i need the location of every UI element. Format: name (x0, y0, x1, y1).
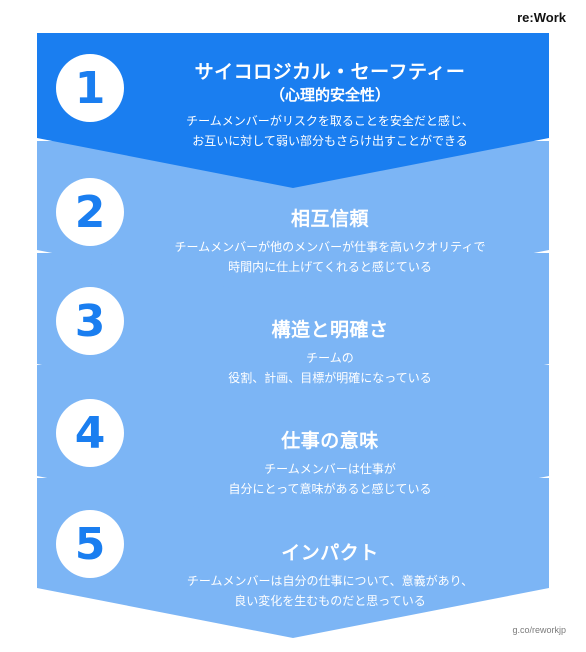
step-description-line: チームメンバーがリスクを取ることを安全だと感じ、 (186, 114, 474, 128)
step-number: 4 (74, 407, 106, 459)
source-url: g.co/reworkjp (512, 625, 566, 635)
step-number: 2 (74, 186, 106, 238)
step-description-line: チームメンバーは仕事が (264, 462, 396, 476)
step-title: サイコロジカル・セーフティー (194, 61, 466, 83)
step-text-4: 仕事の意味 チームメンバーは仕事が 自分にとって意味があると感じている (130, 429, 530, 499)
step-title: 相互信頼 (290, 208, 369, 230)
step-description-line: チームメンバーは自分の仕事について、意義があり、 (186, 574, 474, 588)
step-description: チームメンバーは自分の仕事について、意義があり、 良い変化を生むものだと思ってい… (130, 571, 530, 611)
step-description-line: 役割、計画、目標が明確になっている (228, 371, 432, 385)
step-text-2: 相互信頼 チームメンバーが他のメンバーが仕事を高いクオリティで 時間内に仕上げて… (130, 207, 530, 277)
step-number-badge: 1 (56, 54, 124, 122)
step-description-line: 時間内に仕上げてくれると感じている (228, 260, 432, 274)
step-description-line: 良い変化を生むものだと思っている (234, 594, 426, 608)
step-number-badge: 4 (56, 399, 124, 467)
step-description-line: 自分にとって意味があると感じている (228, 482, 432, 496)
step-description-line: お互いに対して弱い部分もさらけ出すことができる (192, 134, 468, 148)
chevron-step-5 (37, 478, 549, 638)
step-text-1: サイコロジカル・セーフティー （心理的安全性） チームメンバーがリスクを取ること… (130, 60, 530, 151)
step-number-badge: 2 (56, 178, 124, 246)
step-description: チームの 役割、計画、目標が明確になっている (130, 348, 530, 388)
step-text-3: 構造と明確さ チームの 役割、計画、目標が明確になっている (130, 318, 530, 388)
step-title: 仕事の意味 (281, 430, 379, 452)
step-text-5: インパクト チームメンバーは自分の仕事について、意義があり、 良い変化を生むもの… (130, 541, 530, 611)
step-description-line: チームの (306, 351, 354, 365)
step-number: 1 (74, 62, 106, 114)
chevron-step-2 (37, 141, 549, 300)
chevron-step-1 (37, 33, 549, 188)
step-description: チームメンバーは仕事が 自分にとって意味があると感じている (130, 459, 530, 499)
step-description-line: チームメンバーが他のメンバーが仕事を高いクオリティで (174, 240, 486, 254)
step-title: インパクト (281, 542, 379, 564)
chevron-step-3 (37, 253, 549, 414)
step-number: 5 (74, 518, 106, 570)
step-number: 3 (74, 295, 106, 347)
step-description: チームメンバーが他のメンバーが仕事を高いクオリティで 時間内に仕上げてくれると感… (130, 237, 530, 277)
brand-logo: re:Work (517, 10, 566, 25)
step-subtitle: （心理的安全性） (269, 86, 390, 104)
chevron-step-4 (37, 365, 549, 526)
step-number-badge: 5 (56, 510, 124, 578)
step-description: チームメンバーがリスクを取ることを安全だと感じ、 お互いに対して弱い部分もさらけ… (130, 111, 530, 151)
step-title: 構造と明確さ (271, 319, 389, 341)
step-number-badge: 3 (56, 287, 124, 355)
